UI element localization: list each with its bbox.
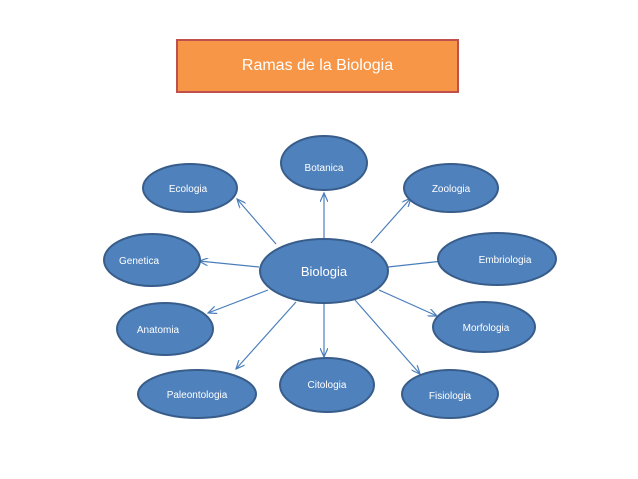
diagram-title: Ramas de la Biologia — [176, 39, 459, 93]
node-biologia: Biologia — [259, 238, 389, 304]
connector-morfologia — [378, 289, 437, 316]
node-ecologia: Ecologia — [142, 163, 238, 213]
node-biologia-label: Biologia — [301, 264, 348, 279]
node-anatomia: Anatomia — [116, 302, 214, 356]
node-citologia-label: Citologia — [308, 380, 347, 391]
node-botanica-label: Botanica — [305, 163, 344, 174]
node-zoologia: Zoologia — [403, 163, 499, 213]
node-morfologia: Morfologia — [432, 301, 536, 353]
node-fisiologia: Fisiologia — [401, 369, 499, 419]
node-fisiologia-label: Fisiologia — [429, 391, 472, 402]
node-genetica: Genetica — [103, 233, 201, 287]
node-genetica-label: Genetica — [119, 256, 159, 267]
node-paleontologia: Paleontologia — [137, 369, 257, 419]
node-zoologia-label: Zoologia — [432, 184, 471, 195]
node-citologia: Citologia — [279, 357, 375, 413]
node-botanica: Botanica — [280, 135, 368, 191]
connector-paleontologia — [236, 301, 297, 369]
connector-zoologia — [370, 198, 411, 244]
node-anatomia-label: Anatomia — [137, 325, 180, 336]
connectors — [199, 193, 452, 374]
connector-genetica — [199, 261, 260, 268]
connector-ecologia — [237, 199, 277, 245]
node-embriologia-label: Embriologia — [479, 255, 532, 266]
node-ecologia-label: Ecologia — [169, 184, 208, 195]
node-paleontologia-label: Paleontologia — [167, 390, 228, 401]
connector-fisiologia — [354, 299, 420, 374]
node-embriologia: Embriologia — [437, 232, 557, 286]
node-morfologia-label: Morfologia — [463, 323, 510, 334]
connector-anatomia — [208, 289, 269, 313]
